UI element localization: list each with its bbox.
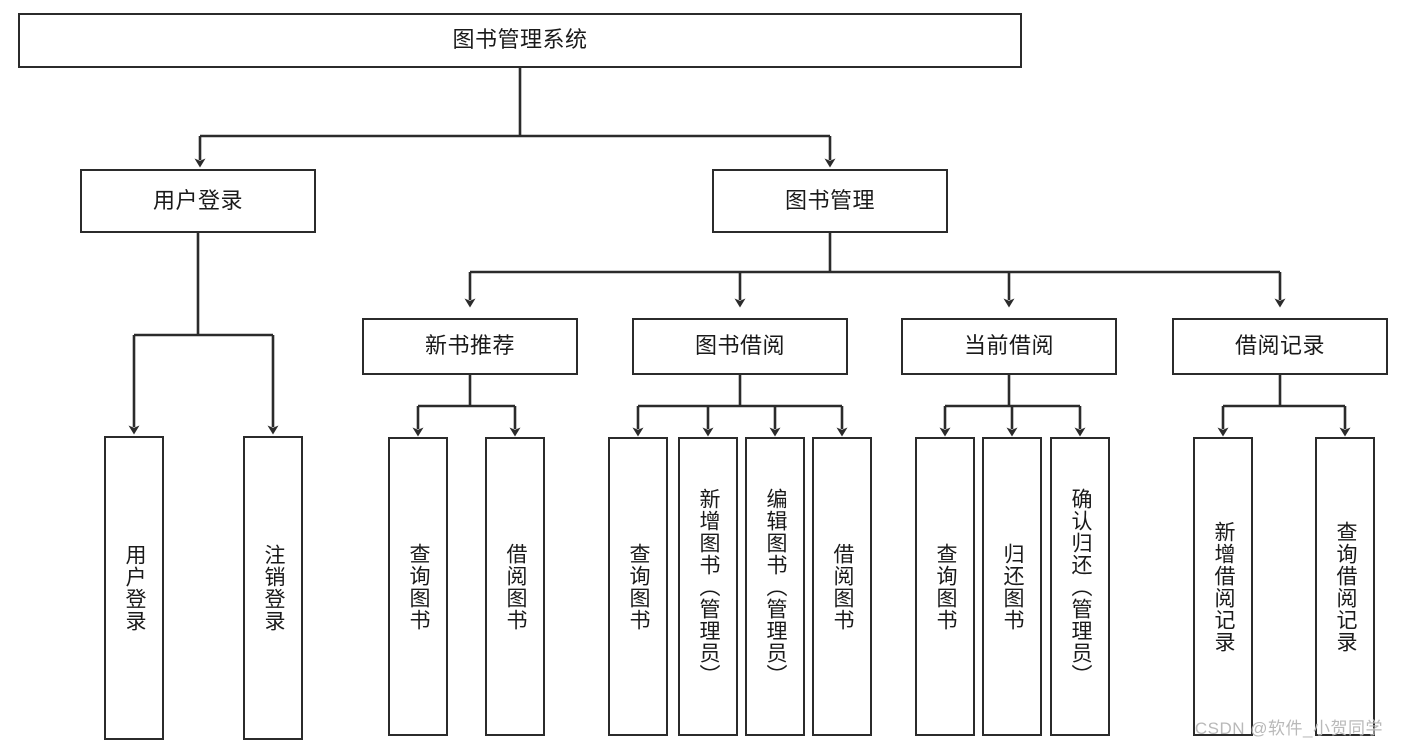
node-current-borrow[interactable]: 当前借阅 — [901, 318, 1117, 375]
node-label: 注销登录 — [262, 544, 286, 632]
node-label: 图书管理 — [784, 187, 875, 213]
node-label: 借阅记录 — [1234, 333, 1325, 359]
node-label: 确认归还（管理员） — [1069, 487, 1093, 686]
node-label: 查询图书 — [627, 542, 651, 631]
node-leaf-query-record[interactable]: 查询借阅记录 — [1315, 437, 1375, 736]
node-leaf-add-book[interactable]: 新增图书（管理员） — [678, 437, 738, 736]
node-leaf-borrow-book-1[interactable]: 借阅图书 — [485, 437, 545, 736]
node-label: 查询借阅记录 — [1334, 520, 1358, 653]
node-label: 新增图书（管理员） — [697, 487, 721, 686]
node-label: 新书推荐 — [424, 333, 515, 359]
node-leaf-query-book-2[interactable]: 查询图书 — [608, 437, 668, 736]
node-label: 新增借阅记录 — [1212, 520, 1236, 653]
node-leaf-query-book-1[interactable]: 查询图书 — [388, 437, 448, 736]
node-label: 图书管理系统 — [452, 27, 588, 53]
node-label: 当前借阅 — [963, 333, 1054, 359]
node-new-book-rec[interactable]: 新书推荐 — [362, 318, 578, 375]
node-label: 编辑图书（管理员） — [764, 487, 788, 686]
node-leaf-query-book-3[interactable]: 查询图书 — [915, 437, 975, 736]
node-book-borrow[interactable]: 图书借阅 — [632, 318, 848, 375]
node-book-manage[interactable]: 图书管理 — [712, 169, 948, 233]
node-leaf-user-login[interactable]: 用户登录 — [104, 436, 164, 740]
node-leaf-logout[interactable]: 注销登录 — [243, 436, 303, 740]
node-leaf-add-record[interactable]: 新增借阅记录 — [1193, 437, 1253, 736]
node-root-system[interactable]: 图书管理系统 — [18, 13, 1022, 68]
node-label: 查询图书 — [934, 542, 958, 631]
node-label: 用户登录 — [152, 187, 243, 213]
node-leaf-return-book[interactable]: 归还图书 — [982, 437, 1042, 736]
node-leaf-edit-book[interactable]: 编辑图书（管理员） — [745, 437, 805, 736]
node-label: 图书借阅 — [694, 333, 785, 359]
node-user-login[interactable]: 用户登录 — [80, 169, 316, 233]
node-label: 借阅图书 — [831, 542, 855, 631]
node-label: 借阅图书 — [504, 542, 528, 631]
node-borrow-record[interactable]: 借阅记录 — [1172, 318, 1388, 375]
node-label: 归还图书 — [1001, 542, 1025, 631]
node-label: 用户登录 — [123, 544, 147, 632]
node-leaf-confirm-return[interactable]: 确认归还（管理员） — [1050, 437, 1110, 736]
watermark-text: CSDN @软件_小贺同学 — [1194, 719, 1383, 738]
node-label: 查询图书 — [407, 542, 431, 631]
node-leaf-borrow-book-2[interactable]: 借阅图书 — [812, 437, 872, 736]
